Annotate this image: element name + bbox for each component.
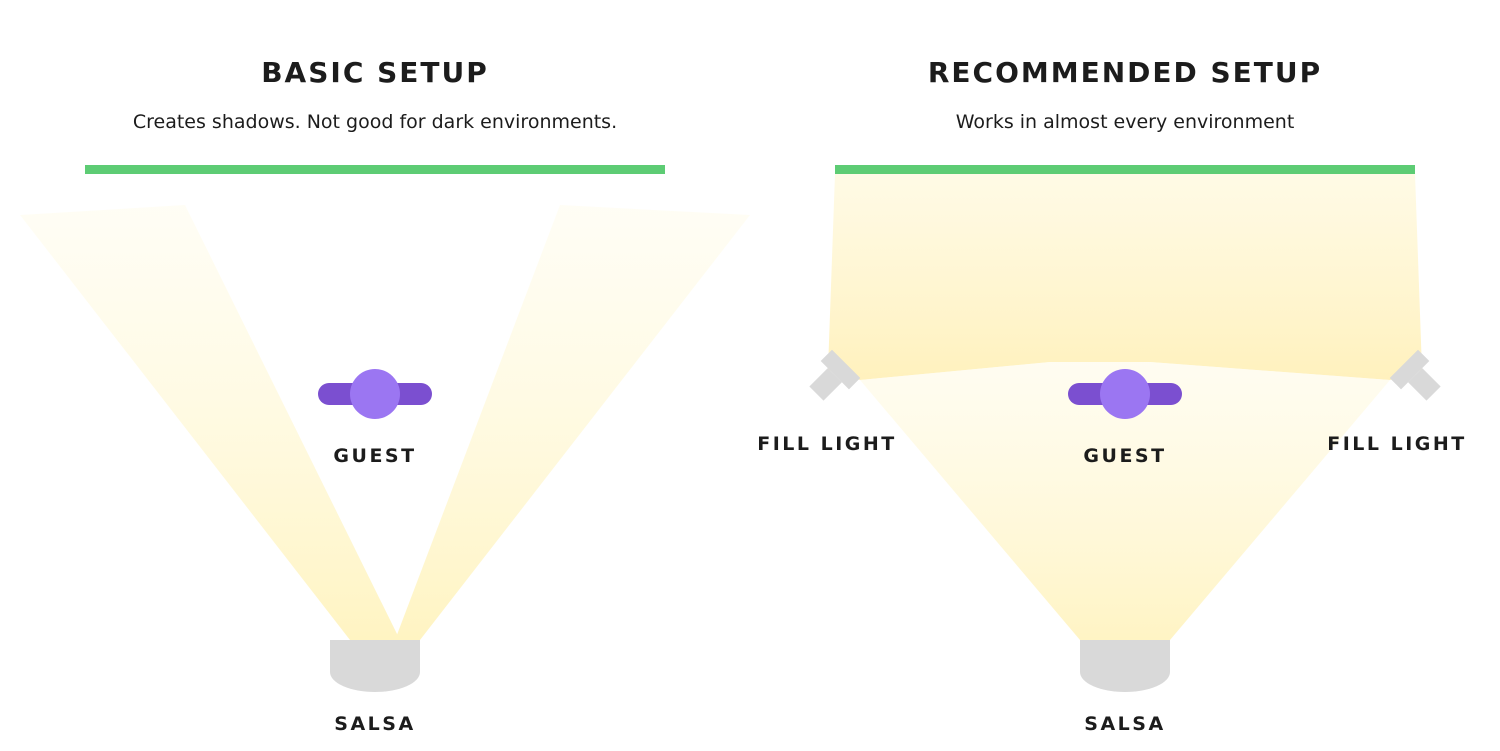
fill-light-icon (809, 349, 861, 401)
person-topdown-icon (1068, 369, 1182, 419)
salsa-label: SALSA (1084, 713, 1166, 735)
beam-left (20, 205, 400, 640)
subtitle: Creates shadows. Not good for dark envir… (132, 111, 618, 133)
basic-figures (318, 369, 432, 692)
fill-light-icon (1389, 349, 1441, 401)
recommended-setup-panel: RECOMMENDED SETUP Works in almost every … (750, 0, 1500, 751)
guest-label: GUEST (1083, 445, 1167, 467)
basic-setup-panel: BASIC SETUP Creates shadows. Not good fo… (20, 56, 750, 735)
basic-light-beams (20, 205, 750, 640)
fill-beams (828, 174, 1422, 380)
person-topdown-icon (318, 369, 432, 419)
fill-light-right-label: FILL LIGHT (1327, 433, 1467, 455)
main-light-icon (330, 640, 420, 692)
green-screen-backdrop (835, 165, 1415, 174)
green-screen-backdrop (85, 165, 665, 174)
fill-light-left-label: FILL LIGHT (757, 433, 897, 455)
recommended-figures (809, 349, 1441, 692)
page-title: RECOMMENDED SETUP (927, 56, 1323, 89)
recommended-light-beams (828, 174, 1422, 640)
main-light-icon (1080, 640, 1170, 692)
guest-label: GUEST (333, 445, 417, 467)
subtitle: Works in almost every environment (955, 111, 1295, 133)
salsa-label: SALSA (334, 713, 416, 735)
main-beam (860, 362, 1390, 640)
page-title: BASIC SETUP (261, 56, 489, 89)
beam-right (395, 205, 750, 640)
